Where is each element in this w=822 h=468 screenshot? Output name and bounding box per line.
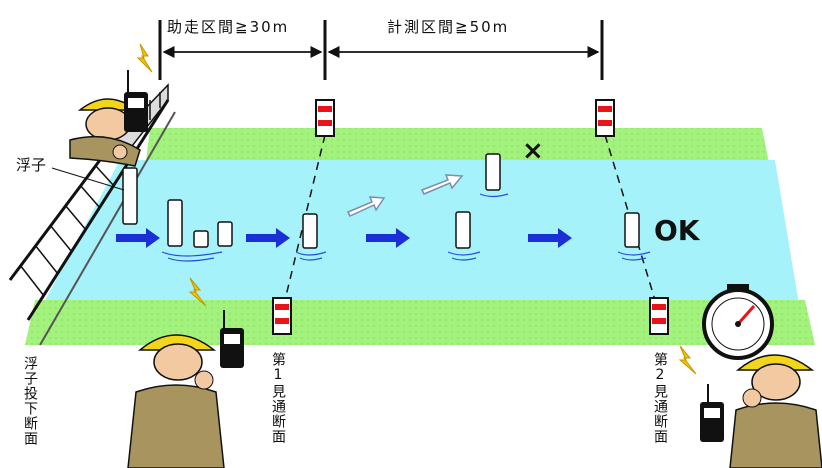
run-up-section-label: 助走区間≧30m (164, 16, 293, 37)
sight1-section-label: 第1見通断面 (270, 352, 286, 444)
worker-dropper (69, 98, 141, 167)
float (193, 230, 209, 248)
float (167, 199, 183, 247)
lightning-icon (678, 345, 697, 375)
float-label: 浮子 (16, 156, 47, 174)
water (40, 160, 800, 310)
far-bank (145, 128, 770, 170)
float-drifting (485, 153, 501, 191)
float-bars (122, 153, 640, 249)
measure-section-label: 計測区間≧50m (384, 16, 513, 37)
float (455, 211, 471, 249)
stopwatch-icon (702, 284, 774, 360)
ok-label: OK (654, 214, 700, 247)
float (217, 221, 233, 247)
flow-arrow-icon (116, 228, 572, 248)
marker-sight1-near (272, 297, 292, 335)
lightning-icon (188, 277, 207, 307)
float (302, 213, 318, 249)
drop-section-label: 浮子投下断面 (22, 356, 38, 446)
sight2-section-label: 第2見通断面 (652, 352, 668, 444)
ripples (161, 193, 651, 262)
helmet-icon (735, 354, 815, 371)
radio-icon (220, 310, 244, 368)
marker-sight2-near (649, 297, 669, 335)
float (624, 212, 640, 248)
lightning-icon (136, 43, 153, 73)
ng-mark: × (522, 136, 544, 166)
worker-sight1 (127, 334, 225, 468)
drift-arrows (346, 174, 464, 217)
float-leader-line (51, 167, 125, 191)
marker-sight2-far (595, 99, 615, 137)
worker-sight2 (729, 354, 822, 468)
helmet-icon (137, 334, 217, 351)
radio-icon (124, 70, 148, 132)
float-in-hand (122, 167, 138, 225)
near-bank (25, 300, 815, 345)
radio-icon (700, 384, 724, 442)
marker-sight1-far (315, 99, 335, 137)
